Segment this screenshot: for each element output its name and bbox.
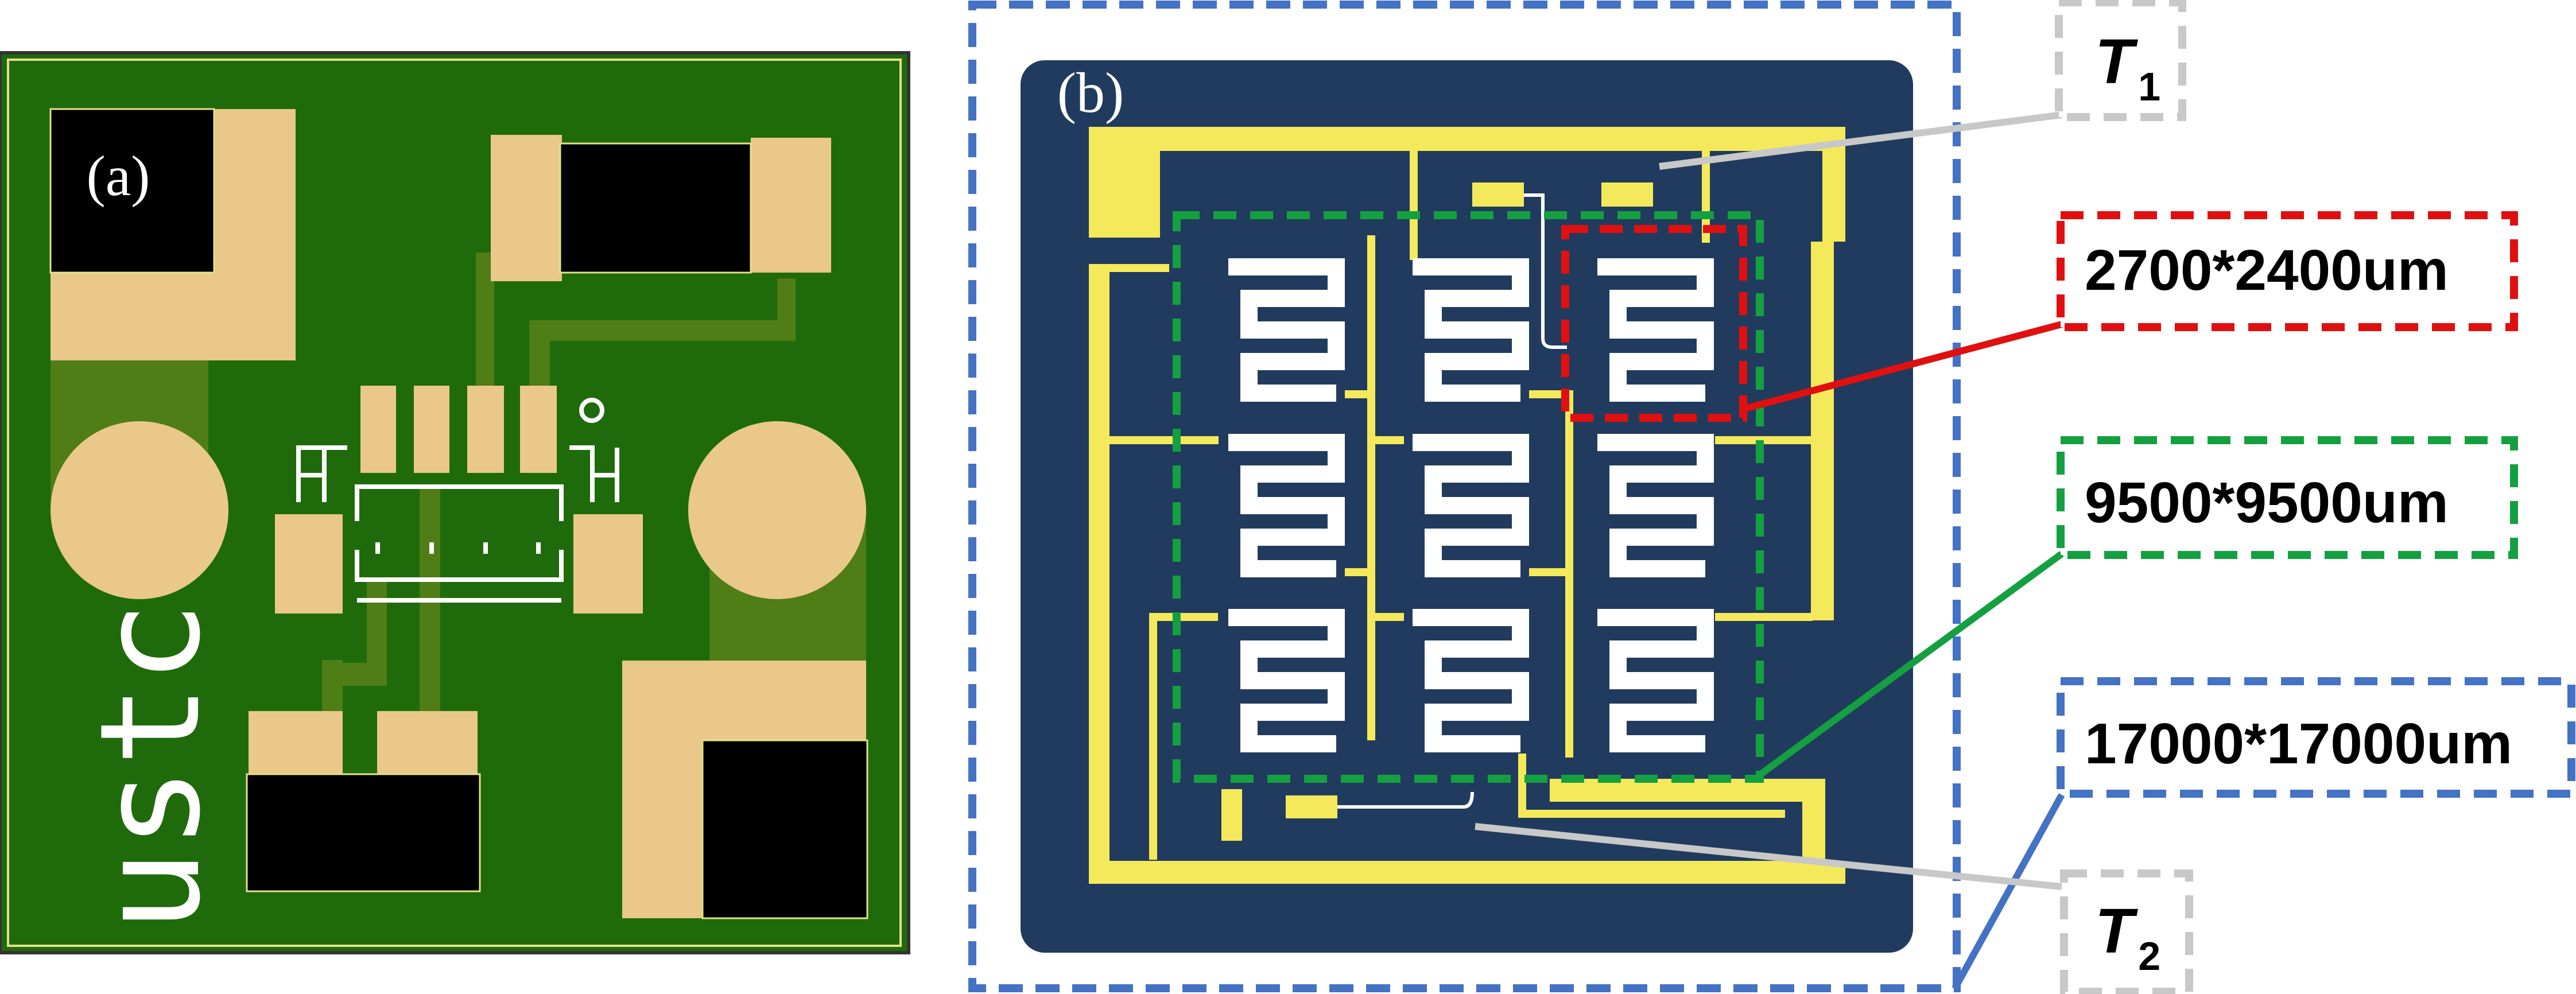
meander-heater-r1c1 [1228,258,1345,402]
component-top-left [49,108,215,274]
heater-array-size: 9500*9500um [2085,471,2449,535]
single-heater-leader [1744,321,2063,412]
panel-a-pcb: ustc (a) [0,51,910,954]
meander-heater-r2c1 [1228,434,1345,577]
single-heater-size: 2700*2400um [2085,238,2449,302]
component-bottom-left [246,773,481,892]
panel-a-label: (a) [87,144,150,208]
component-top-right [559,142,752,274]
t1-symbol: T [2095,26,2138,97]
silkscreen-text: ustc [70,601,231,933]
chip-traces [1089,127,1845,884]
silkscreen-connector [296,398,619,603]
heater-array-leader [1758,551,2064,778]
t1-leader [1659,111,2062,170]
annotation-single-heater: 2700*2400um [2057,211,2518,331]
annotation-heater-array: 9500*9500um [2057,436,2518,559]
annotation-chip: 17000*17000um [2057,677,2575,798]
t2-subscript: 2 [2138,934,2160,979]
panel-b-label: (b) [1057,61,1124,125]
svg-text:T2: T2 [2095,896,2160,979]
component-bottom-right [701,739,868,919]
meander-heater-r1c2 [1413,258,1529,402]
meander-heater-r3c1 [1228,609,1345,752]
leader-lines [1475,111,2065,990]
t1-subscript: 1 [2138,64,2160,109]
pcb-components [49,108,868,919]
t2-leader [1475,823,2062,890]
meander-heater-r2c3 [1597,434,1714,577]
pcb-outline [7,59,902,947]
meander-heater-r1c3 [1597,258,1714,402]
heater-array-outline [1173,211,1764,783]
meander-heater-r3c3 [1597,609,1714,752]
single-heater-outline [1561,225,1747,422]
svg-text:T1: T1 [2095,26,2160,109]
meander-heater-r2c2 [1413,434,1529,577]
meander-heater-r3c2 [1413,609,1529,752]
chip-size: 17000*17000um [2085,712,2512,776]
chip-outline-dashed [968,1,1961,992]
chip-leader [1952,793,2065,990]
t2-symbol: T [2095,896,2138,966]
thermistor-wires [1337,193,1567,809]
panel-b-chip: (b) [968,1,1961,992]
heater-array [1228,258,1714,752]
